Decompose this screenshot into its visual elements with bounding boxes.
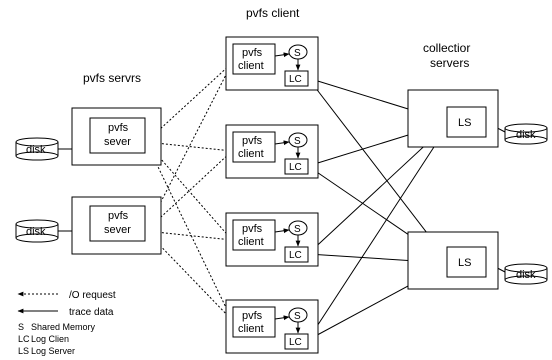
io-request-line [145, 62, 233, 232]
disk-label: disk [516, 129, 536, 141]
legend-text: Log Server [31, 346, 75, 356]
log-client-label: LC [289, 337, 302, 348]
trace-data-line [307, 77, 448, 260]
log-server-label: LS [458, 117, 471, 129]
legend-text: Shared Memory [31, 322, 96, 332]
trace-data-line [307, 126, 448, 341]
pvfs-server-node: pvfs sever [71, 107, 162, 166]
io-request-line [145, 150, 233, 232]
log-client-node [284, 333, 309, 350]
log-server-node [446, 246, 487, 278]
collection-server-node: LS [407, 231, 499, 290]
pvfs-client-label-line1: pvfs [242, 135, 263, 147]
pvfs-client-label-line2: client [238, 323, 264, 335]
pvfs-client-label-line2: client [238, 60, 264, 72]
clients-section-title: pvfs client [246, 6, 300, 20]
disk-icon: disk [15, 219, 59, 243]
legend-io-request-label: /O request [69, 290, 116, 301]
pvfs-client-node: pvfs client S LC [225, 212, 319, 267]
legend-trace-data-label: trace data [69, 307, 114, 318]
log-server-node [446, 106, 487, 138]
log-client-label: LC [289, 250, 302, 261]
pvfs-client-label-line1: pvfs [242, 47, 263, 59]
shared-memory-label: S [294, 311, 301, 322]
log-client-node [284, 70, 309, 87]
pvfs-client-label-line2: client [238, 148, 264, 160]
log-client-node [284, 158, 309, 175]
shared-memory-label: S [294, 224, 301, 235]
pvfs-server-label-line2: sever [104, 224, 131, 236]
pvfs-server-label-line1: pvfs [108, 210, 129, 222]
disk-icon: disk [504, 263, 548, 285]
disk-icon: disk [504, 123, 548, 145]
disk-label: disk [26, 144, 46, 156]
collection-section-title-line1: collectior [423, 41, 470, 55]
disk-label: disk [516, 269, 536, 281]
legend-text: Log Clien [31, 334, 69, 344]
collection-server-node: LS [407, 89, 499, 148]
disk-icon: disk [15, 137, 59, 161]
shared-memory-label: S [294, 48, 301, 59]
pvfs-server-node: pvfs sever [71, 196, 162, 255]
pvfs-client-label-line1: pvfs [242, 310, 263, 322]
legend-abbr: LS [18, 346, 29, 356]
pvfs-client-node: pvfs client S LC [225, 124, 319, 179]
shared-memory-label: S [294, 136, 301, 147]
log-client-label: LC [289, 74, 302, 85]
legend-abbr: S [18, 322, 24, 332]
legend-abbr: LC [18, 334, 30, 344]
disk-label: disk [26, 226, 46, 238]
collection-section-title-line2: servers [430, 56, 469, 70]
pvfs-server-label-line1: pvfs [108, 122, 129, 134]
pvfs-client-node: pvfs client S LC [225, 36, 319, 91]
pvfs-client-label-line2: client [238, 236, 264, 248]
log-client-node [284, 246, 309, 263]
log-client-label: LC [289, 162, 302, 173]
legend: /O request trace data S Shared Memory LC… [17, 290, 116, 356]
pvfs-server-label-line2: sever [104, 136, 131, 148]
servers-section-title: pvfs servrs [83, 71, 141, 85]
pvfs-client-node: pvfs client S LC [225, 299, 319, 354]
log-server-label: LS [458, 257, 471, 269]
pvfs-client-label-line1: pvfs [242, 223, 263, 235]
